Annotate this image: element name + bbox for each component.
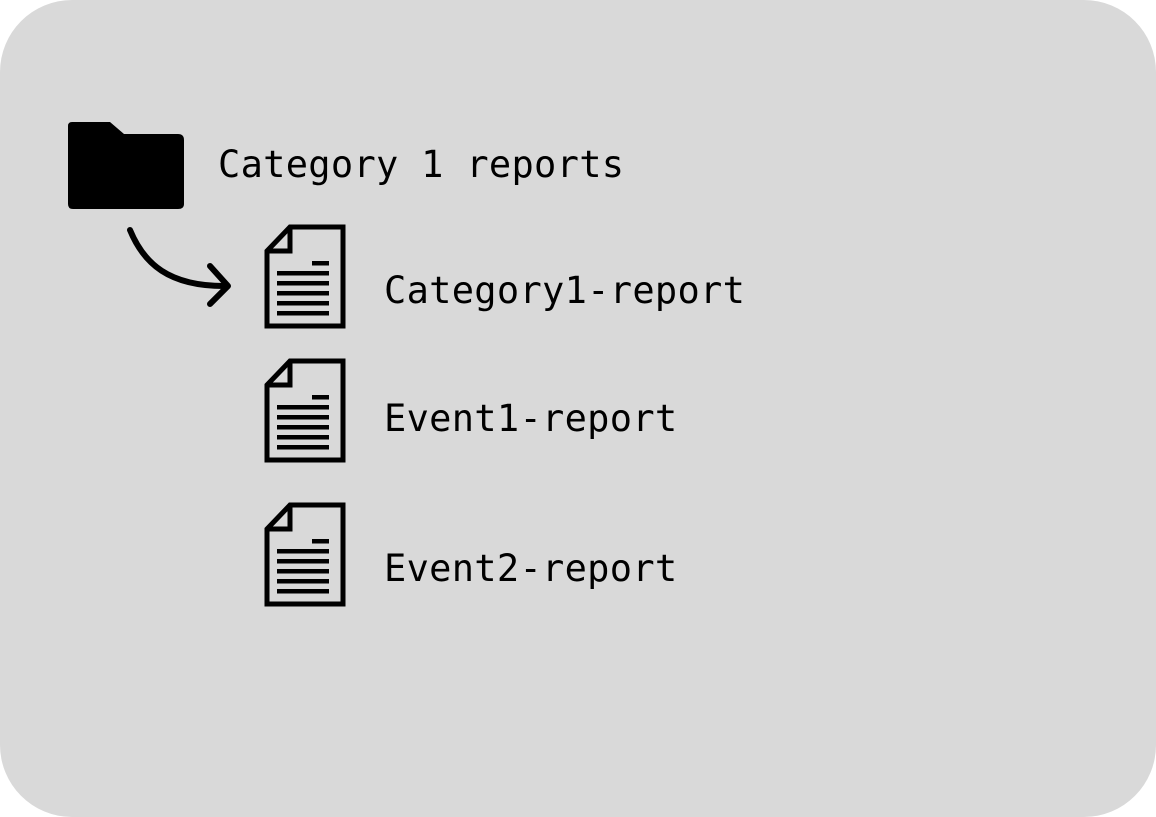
- document-icon: [264, 224, 348, 330]
- document-icon: [264, 358, 348, 464]
- document-icon: [264, 502, 348, 608]
- folder-icon: [68, 120, 184, 210]
- file-name: Event1-report: [384, 397, 678, 440]
- folder-name: Category 1 reports: [218, 143, 625, 186]
- curved-arrow-icon: [124, 224, 240, 312]
- file-name: Event2-report: [384, 547, 678, 590]
- file-name: Category1-report: [384, 269, 746, 312]
